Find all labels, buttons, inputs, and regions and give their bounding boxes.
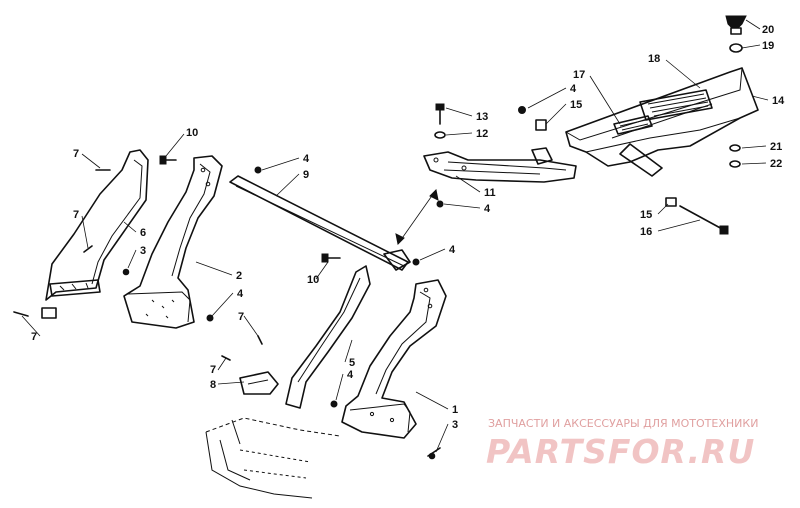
spacer-19 [729,43,743,53]
callout-c15b: 15 [640,209,652,221]
upper-brace [423,147,577,183]
callout-c4f: 4 [570,83,577,95]
callout-c7c: 7 [31,331,37,343]
callout-c18: 18 [648,53,660,65]
callout-c21: 21 [770,141,782,153]
callout-c14: 14 [772,95,785,107]
callout-c20: 20 [762,24,774,36]
callout-c10b: 10 [307,274,319,286]
callout-c1: 1 [452,404,458,416]
callout-numbers: 1233444444567777789101011121314151516171… [31,24,785,431]
callout-c2: 2 [236,270,242,282]
left-support-bracket [45,149,149,301]
callout-c4c: 4 [347,369,354,381]
callout-c4a: 4 [303,153,310,165]
leader-lines [21,19,769,453]
watermark-logo: PARTSFOR.RU [486,432,755,471]
left-main-bracket [123,155,223,329]
cross-bar [229,175,411,271]
callout-c10a: 10 [186,127,198,139]
callout-c17: 17 [573,69,585,81]
callout-c3a: 3 [140,245,146,257]
callout-c19: 19 [762,40,774,52]
gauge-label [613,115,653,135]
callout-c7b: 7 [73,209,79,221]
console-mount [565,67,759,177]
callout-c16: 16 [640,226,652,238]
callout-c7e: 7 [210,364,216,376]
small-bracket [239,371,279,395]
callout-c7a: 7 [73,148,79,160]
callout-c7d: 7 [238,311,244,323]
callout-c11: 11 [484,187,496,199]
watermark-caption: ЗАПЧАСТИ И АКСЕССУАРЫ ДЛЯ МОТОТЕХНИКИ [488,417,758,430]
watermark: ЗАПЧАСТИ И АКСЕССУАРЫ ДЛЯ МОТОТЕХНИКИ PA… [486,417,758,471]
center-support [285,265,371,409]
right-main-bracket [341,279,447,439]
knob [725,15,747,35]
connection-arrow [395,188,439,246]
callout-c6: 6 [140,227,146,239]
callout-c9: 9 [303,169,309,181]
frame-outline [205,417,341,499]
callout-c15a: 15 [570,99,582,111]
callout-c5: 5 [349,357,355,369]
hardware [13,103,741,460]
callout-c3b: 3 [452,419,458,431]
callout-c12: 12 [476,128,488,140]
console-decal [639,89,713,121]
callout-c22: 22 [770,158,782,170]
callout-c13: 13 [476,111,488,123]
callout-c4e: 4 [484,203,491,215]
callout-c8: 8 [210,379,216,391]
callout-c4b: 4 [237,288,244,300]
callout-c4d: 4 [449,244,456,256]
